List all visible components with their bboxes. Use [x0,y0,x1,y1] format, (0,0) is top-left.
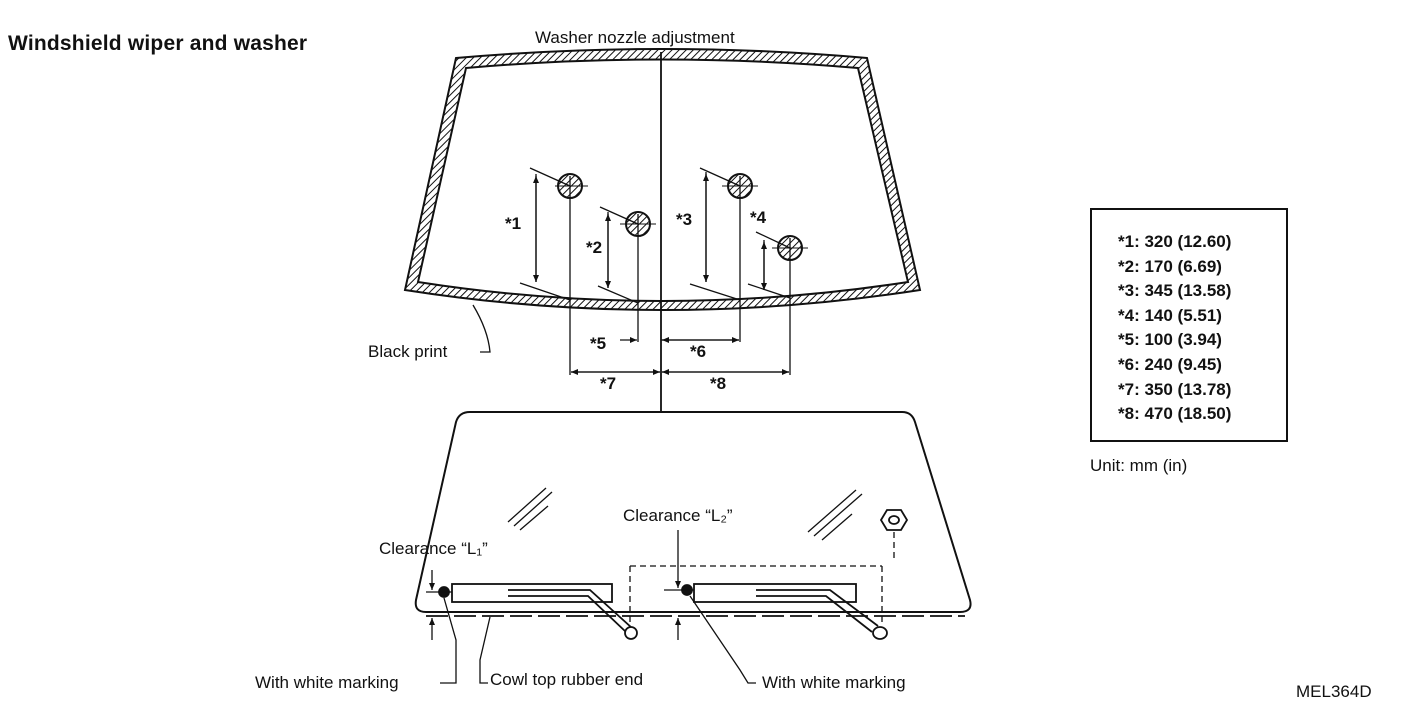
spec-row: *7: 350 (13.78) [1118,379,1232,399]
dimension-label-7: *7 [600,374,617,393]
spec-row: *1: 320 (12.60) [1118,232,1232,251]
nozzle-adjustment-label: Washer nozzle adjustment [535,28,735,47]
dimension-label-2: *2 [586,238,603,257]
wiper-left [438,583,638,640]
spec-table: *1: 320 (12.60) *2: 170 (6.69) *3: 345 (… [1090,208,1288,442]
spec-row: *5: 100 (3.94) [1118,330,1222,350]
nozzle-target-1 [555,173,588,199]
dimension-label-5: *5 [590,334,607,353]
dimension-label-3: *3 [676,210,693,229]
cowl-top-rubber-label: Cowl top rubber end [490,670,644,689]
dimension-label-8: *8 [710,374,727,393]
wiper-right [681,583,888,640]
spec-row: *3: 345 (13.58) [1118,281,1232,301]
clearance-l2-label: Clearance “L₂” [623,506,733,525]
spec-row: *4: 140 (5.51) [1118,305,1222,325]
white-marking-right-label: With white marking [762,673,906,692]
dimension-label-6: *6 [690,342,707,361]
dimension-label-1: *1 [505,214,522,233]
unit-label: Unit: mm (in) [1090,456,1188,475]
clearance-l1-label: Clearance “L₁” [379,539,488,558]
windshield-frame [403,48,922,311]
lower-windshield [414,411,972,613]
white-marking-left-label: With white marking [255,673,399,692]
dimension-label-4: *4 [750,208,767,227]
spec-row: *8: 470 (18.50) [1118,404,1232,424]
figure-code: MEL364D [1296,682,1372,701]
diagram-title: Windshield wiper and washer [8,32,308,55]
washer-nozzle-icon [879,509,909,531]
spec-row: *2: 170 (6.69) [1118,256,1222,276]
spec-row: *6: 240 (9.45) [1118,354,1222,374]
black-print-label: Black print [368,342,448,361]
